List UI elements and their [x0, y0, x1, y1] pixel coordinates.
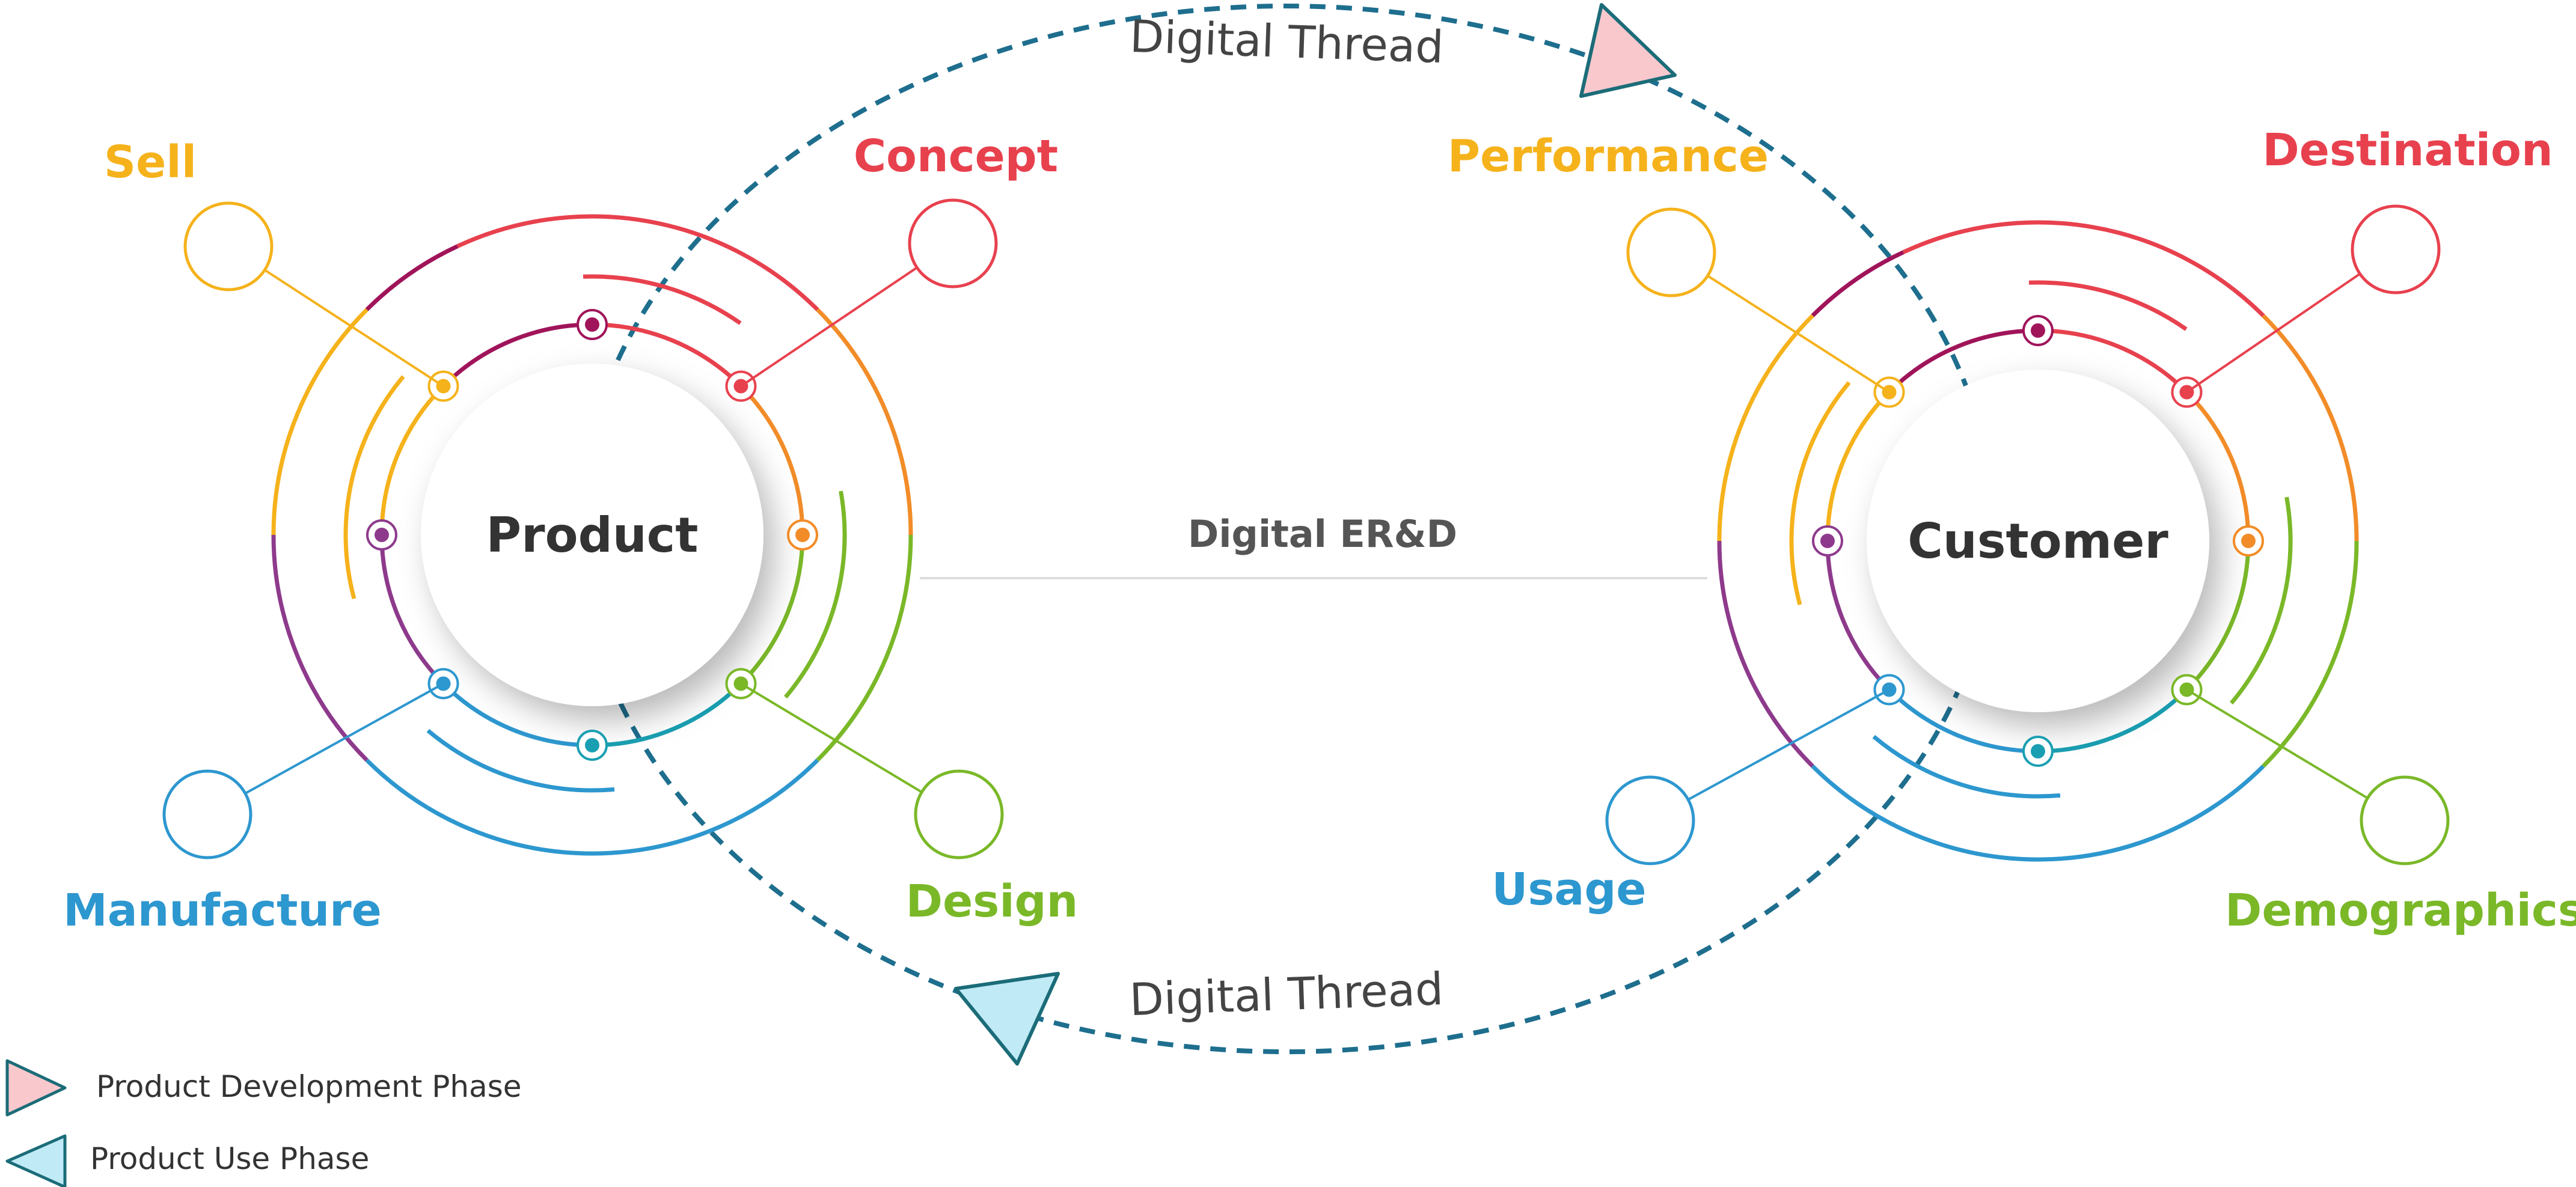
customer-inner-ring-segment	[1888, 688, 2039, 754]
legend-use-label: Product Use Phase	[90, 1141, 369, 1176]
customer-performance-circle-icon	[1626, 207, 1716, 298]
product-sell-circle-icon	[183, 201, 274, 291]
digital-erd-label: Digital ER&D	[1188, 512, 1457, 556]
customer-hub-title: Customer	[1908, 513, 2168, 569]
product-inner-ring-segment	[442, 682, 593, 748]
product-ring-dot-core	[585, 317, 599, 332]
customer-usage-circle-icon	[1605, 775, 1695, 865]
product-manufacture-circle-icon	[162, 769, 252, 859]
customer-ring-dot-core	[2241, 534, 2256, 548]
product-manufacture-label: Manufacture	[63, 885, 382, 936]
product-accent-arc	[583, 274, 742, 325]
product-hub-title: Product	[486, 507, 699, 563]
product-ring-dot-core	[375, 528, 389, 542]
product-inner-ring-segment	[739, 385, 805, 536]
thread-bottom-label: Digital Thread	[1128, 963, 1444, 1026]
customer-inner-ring-segment	[1825, 540, 1891, 691]
product-center-disc	[421, 364, 763, 706]
product-design-label: Design	[906, 876, 1078, 927]
product-concept-circle-icon	[908, 198, 998, 288]
product-inner-ring-segment	[442, 322, 593, 388]
customer-outer-ring-segment	[1811, 250, 1904, 317]
customer-inner-ring-segment	[2185, 540, 2251, 691]
legend-use-icon	[5, 1134, 67, 1187]
customer-ring-dot-core	[2031, 323, 2045, 338]
customer-destination-label: Destination	[2262, 124, 2553, 176]
customer-demographics-label: Demographics	[2225, 885, 2576, 936]
product-outer-ring-segment	[456, 214, 819, 311]
legend: Product Development Phase Product Use Ph…	[5, 1059, 522, 1187]
product-design-circle-icon	[914, 769, 1004, 859]
product-inner-ring-segment	[379, 385, 445, 536]
product-outer-ring-segment	[365, 758, 819, 856]
product-accent-arc	[426, 728, 615, 793]
customer-demographics-circle-icon	[2360, 775, 2450, 865]
customer-accent-arc	[1872, 734, 2061, 799]
product-sell-label: Sell	[104, 136, 197, 188]
product-outer-ring-segment	[365, 244, 459, 311]
customer-inner-ring-segment	[2185, 391, 2251, 542]
customer-ring-dot-core	[1820, 534, 1835, 548]
legend-development-icon	[5, 1059, 67, 1117]
customer-destination-circle-icon	[2351, 204, 2441, 294]
thread-top-label: Digital Thread	[1129, 11, 1445, 73]
product-manufacture-connector	[207, 682, 444, 816]
product-inner-ring-segment	[592, 682, 742, 748]
customer-outer-ring-segment	[1902, 220, 2265, 317]
customer-inner-ring-segment	[1825, 391, 1891, 542]
product-outer-ring-segment	[816, 534, 913, 762]
product-ring-dot-core	[795, 528, 810, 542]
legend-development-label: Product Development Phase	[96, 1069, 522, 1104]
use-phase-arrow-icon	[954, 972, 1060, 1066]
product-outer-ring-segment	[271, 534, 369, 762]
customer-accent-arc	[2028, 280, 2188, 331]
customer-inner-ring-segment	[2037, 328, 2188, 394]
customer-center-disc	[1867, 370, 2209, 712]
customer-outer-ring-segment	[1717, 314, 1814, 542]
product-ring-dot-core	[585, 738, 599, 752]
customer-accent-arc	[1789, 381, 1851, 606]
customer-outer-ring-segment	[1717, 540, 1814, 768]
customer-accent-arc	[2230, 496, 2293, 705]
customer-performance-label: Performance	[1448, 130, 1769, 182]
customer-inner-ring-segment	[1888, 328, 2039, 394]
product-outer-ring-segment	[271, 308, 369, 536]
product-concept-label: Concept	[854, 130, 1058, 182]
customer-usage-label: Usage	[1491, 864, 1646, 915]
customer-usage-connector	[1650, 688, 1890, 822]
customer-outer-ring-segment	[2262, 540, 2359, 768]
product-inner-ring-segment	[739, 534, 805, 685]
product-outer-ring-segment	[816, 308, 913, 536]
product-inner-ring-segment	[592, 322, 742, 388]
development-phase-arrow-icon	[1579, 3, 1677, 98]
product-accent-arc	[343, 375, 405, 600]
customer-ring-dot-core	[2031, 744, 2045, 758]
product-accent-arc	[784, 490, 847, 699]
customer-inner-ring-segment	[2037, 688, 2188, 754]
product-inner-ring-segment	[379, 534, 445, 685]
customer-outer-ring-segment	[1811, 764, 2265, 862]
customer-outer-ring-segment	[2262, 314, 2359, 542]
